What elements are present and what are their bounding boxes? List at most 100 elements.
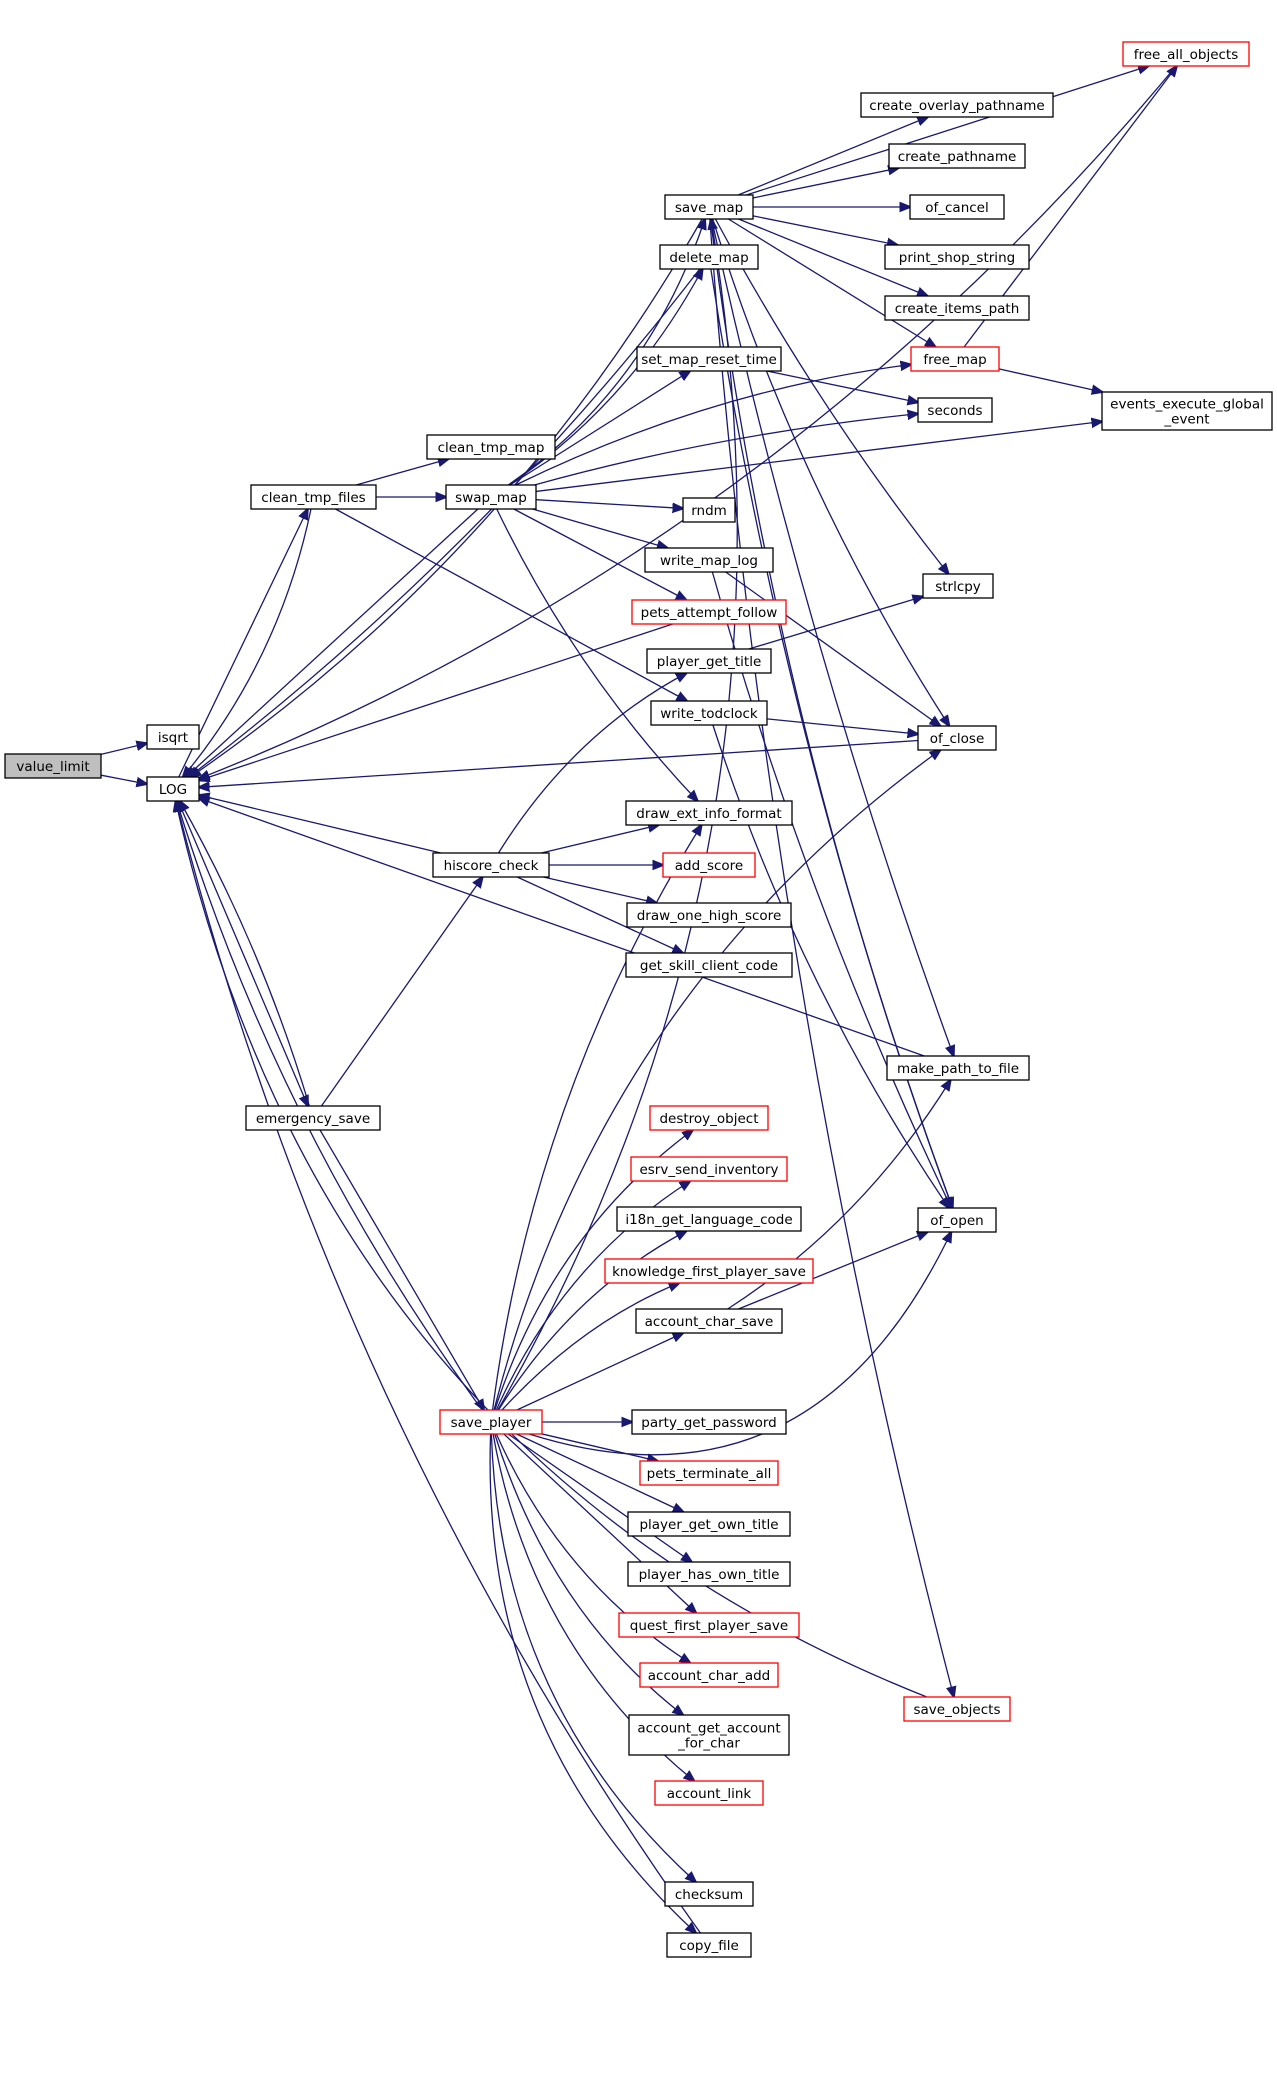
node-label: _for_char xyxy=(677,1736,740,1752)
node-box xyxy=(662,852,756,878)
node-party-get-password[interactable]: party_get_password xyxy=(631,1409,787,1435)
node-box xyxy=(664,194,754,220)
node-make-path-to-file[interactable]: make_path_to_file xyxy=(886,1055,1030,1081)
node-label: create_pathname xyxy=(898,149,1017,165)
edge-swap_map-to-free_map xyxy=(515,365,911,486)
node-box xyxy=(917,397,993,423)
node-box xyxy=(627,1511,791,1537)
node-account-char-save[interactable]: account_char_save xyxy=(635,1308,783,1334)
node-save-player[interactable]: save_player xyxy=(439,1409,543,1435)
node-label: clean_tmp_map xyxy=(438,440,545,456)
node-clean-tmp-map[interactable]: clean_tmp_map xyxy=(426,434,556,460)
node-label: free_all_objects xyxy=(1134,47,1239,63)
node-delete-map[interactable]: delete_map xyxy=(659,244,759,270)
node-pets-attempt-follow[interactable]: pets_attempt_follow xyxy=(631,599,787,625)
node-isqrt[interactable]: isqrt xyxy=(146,724,200,750)
node-account-link[interactable]: account_link xyxy=(654,1780,764,1806)
node-box xyxy=(631,599,787,625)
node-checksum[interactable]: checksum xyxy=(664,1881,754,1907)
node-box xyxy=(639,1662,779,1688)
node-rndm[interactable]: rndm xyxy=(682,497,736,523)
node-free-map[interactable]: free_map xyxy=(910,346,1000,372)
node-label: account_link xyxy=(667,1786,752,1802)
node-esrv-send-inventory[interactable]: esrv_send_inventory xyxy=(630,1156,788,1182)
node-clean-tmp-files[interactable]: clean_tmp_files xyxy=(250,484,377,510)
node-swap-map[interactable]: swap_map xyxy=(445,484,537,510)
node-label: strlcpy xyxy=(935,579,981,595)
node-add-score[interactable]: add_score xyxy=(662,852,756,878)
edge-pets_attempt_follow-to-LOG xyxy=(199,623,673,780)
node-pets-terminate-all[interactable]: pets_terminate_all xyxy=(639,1460,779,1486)
node-emergency-save[interactable]: emergency_save xyxy=(245,1105,381,1131)
node-label: get_skill_client_code xyxy=(640,958,778,974)
node-of-close[interactable]: of_close xyxy=(917,725,997,751)
node-box xyxy=(4,753,102,779)
node-print-shop-string[interactable]: print_shop_string xyxy=(884,244,1030,270)
node-LOG[interactable]: LOG xyxy=(146,776,200,802)
edge-clean_tmp_files-to-write_todclock xyxy=(335,508,687,701)
node-events-execute-global-event[interactable]: events_execute_global_event xyxy=(1101,391,1273,431)
node-label: of_open xyxy=(930,1213,983,1229)
edge-set_map_reset_time-to-seconds xyxy=(766,370,918,402)
node-box xyxy=(604,1258,814,1284)
edge-save_map-to-create_overlay_pathname xyxy=(737,117,928,196)
node-seconds[interactable]: seconds xyxy=(917,397,993,423)
node-value-limit[interactable]: value_limit xyxy=(4,753,102,779)
edge-save_map-to-create_pathname xyxy=(752,168,899,199)
node-get-skill-client-code[interactable]: get_skill_client_code xyxy=(625,952,793,978)
node-save-map[interactable]: save_map xyxy=(664,194,754,220)
node-box xyxy=(922,573,994,599)
node-quest-first-player-save[interactable]: quest_first_player_save xyxy=(618,1612,800,1638)
node-label: delete_map xyxy=(669,250,748,266)
node-create-items-path[interactable]: create_items_path xyxy=(884,295,1030,321)
node-destroy-object[interactable]: destroy_object xyxy=(649,1105,769,1131)
node-create-pathname[interactable]: create_pathname xyxy=(888,143,1026,169)
node-write-map-log[interactable]: write_map_log xyxy=(644,547,774,573)
node-label: checksum xyxy=(675,1887,743,1903)
node-save-objects[interactable]: save_objects xyxy=(903,1696,1011,1722)
node-create-overlay-pathname[interactable]: create_overlay_pathname xyxy=(860,92,1054,118)
node-free-all-objects[interactable]: free_all_objects xyxy=(1122,41,1250,67)
node-knowledge-first-player-save[interactable]: knowledge_first_player_save xyxy=(604,1258,814,1284)
node-account-get-account-for-char[interactable]: account_get_account_for_char xyxy=(628,1714,790,1756)
edge-save_player-to-knowledge_first_player_save xyxy=(501,1283,679,1411)
edge-write_todclock-to-of_close xyxy=(766,718,918,734)
node-draw-ext-info-format[interactable]: draw_ext_info_format xyxy=(625,800,793,826)
node-player-has-own-title[interactable]: player_has_own_title xyxy=(627,1561,791,1587)
edge-save_map-to-of_close xyxy=(712,218,950,726)
node-set-map-reset-time[interactable]: set_map_reset_time xyxy=(636,346,782,372)
edge-free_all_objects-to-LOG xyxy=(199,65,1177,779)
edge-save_player-to-player_has_own_title xyxy=(507,1433,692,1562)
node-label: of_cancel xyxy=(925,200,989,216)
node-of-open[interactable]: of_open xyxy=(917,1207,997,1233)
node-draw-one-high-score[interactable]: draw_one_high_score xyxy=(626,902,792,928)
node-player-get-title[interactable]: player_get_title xyxy=(646,648,772,674)
node-label: knowledge_first_player_save xyxy=(612,1264,806,1280)
node-box xyxy=(628,1714,790,1756)
node-i18n-get-language-code[interactable]: i18n_get_language_code xyxy=(616,1206,802,1232)
node-of-cancel[interactable]: of_cancel xyxy=(909,194,1005,220)
edge-swap_map-to-seconds xyxy=(534,414,918,486)
node-label: account_get_account xyxy=(637,1721,780,1737)
node-account-char-add[interactable]: account_char_add xyxy=(639,1662,779,1688)
edge-save_player-to-i18n_get_language_code xyxy=(497,1231,687,1411)
node-label: draw_ext_info_format xyxy=(636,806,781,822)
node-hiscore-check[interactable]: hiscore_check xyxy=(432,852,550,878)
node-label: seconds xyxy=(927,403,982,419)
node-box xyxy=(635,1308,783,1334)
node-copy-file[interactable]: copy_file xyxy=(666,1932,752,1958)
node-box xyxy=(650,700,768,726)
node-strlcpy[interactable]: strlcpy xyxy=(922,573,994,599)
node-box xyxy=(682,497,736,523)
edge-hiscore_check-to-get_skill_client_code xyxy=(516,876,683,953)
node-write-todclock[interactable]: write_todclock xyxy=(650,700,768,726)
edge-save_player-to-esrv_send_inventory xyxy=(495,1181,690,1411)
node-player-get-own-title[interactable]: player_get_own_title xyxy=(627,1511,791,1537)
edge-save_player-to-copy_file xyxy=(489,1433,696,1933)
edge-save_map-to-print_shop_string xyxy=(752,215,897,245)
edge-swap_map-to-draw_ext_info_format xyxy=(496,508,698,801)
edge-clean_tmp_files-to-clean_tmp_map xyxy=(355,459,448,486)
node-label: save_player xyxy=(451,1415,532,1431)
node-label: clean_tmp_files xyxy=(261,490,365,506)
node-label: set_map_reset_time xyxy=(641,352,777,368)
